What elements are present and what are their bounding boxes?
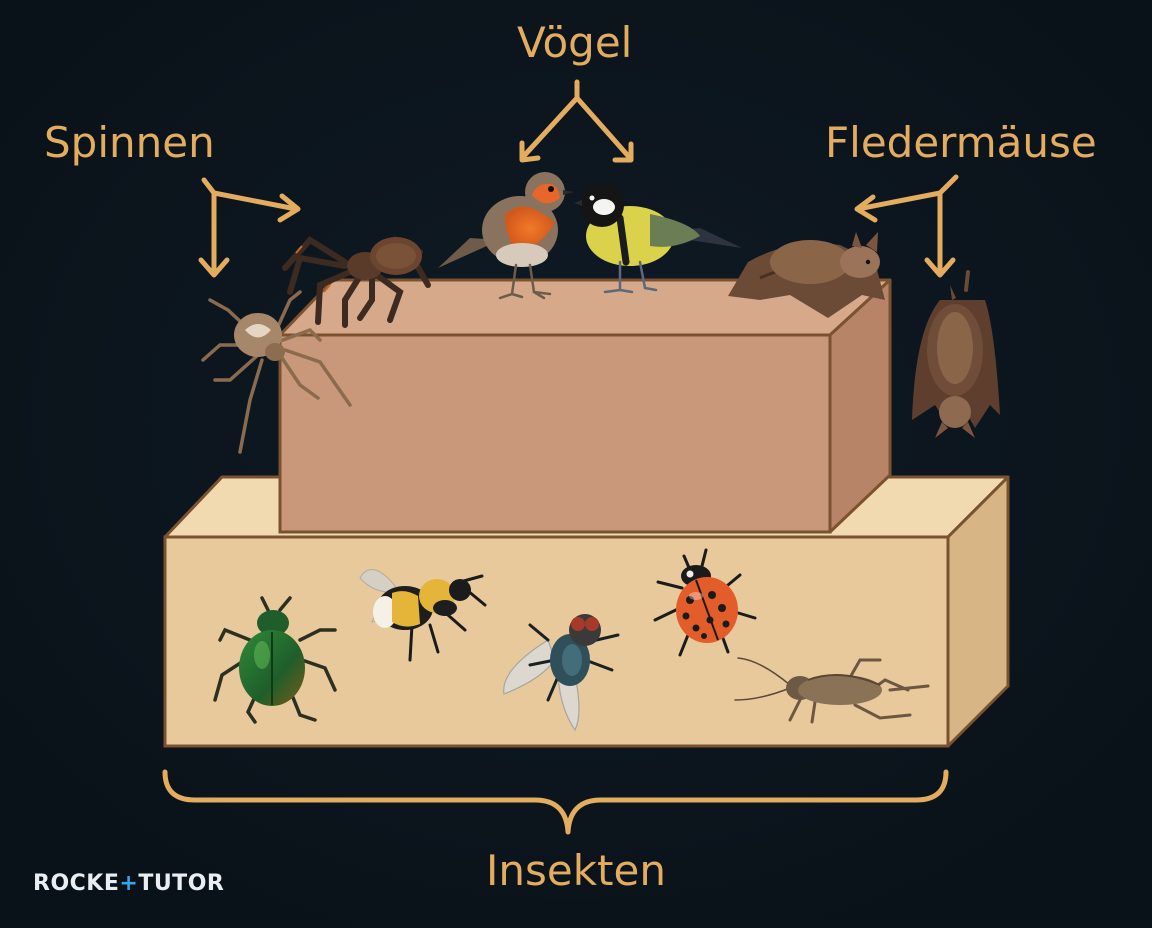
ladybug-icon xyxy=(653,548,757,657)
label-fledermaeuse: Fledermäuse xyxy=(825,118,1097,167)
arrow-voegel-left-head xyxy=(519,140,541,163)
arrows-fledermaeuse xyxy=(854,174,959,278)
upper-block xyxy=(278,278,892,534)
tarantula-icon xyxy=(282,236,431,328)
bat-hanging-icon xyxy=(912,270,1000,438)
bat-resting-icon xyxy=(728,232,885,318)
label-insekten: Insekten xyxy=(486,846,666,895)
great-tit-icon xyxy=(574,183,742,294)
arrow-spinnen-down-head xyxy=(198,257,230,278)
brand-plus-icon: + xyxy=(119,871,139,896)
insekten-bracket xyxy=(162,769,949,835)
arrow-spinnen-right xyxy=(211,190,299,212)
robin-icon xyxy=(438,172,574,300)
arrow-fleder-left-head xyxy=(854,194,878,223)
green-beetle-icon xyxy=(213,596,337,724)
bumblebee-icon xyxy=(359,569,487,662)
label-voegel: Vögel xyxy=(517,18,633,67)
arrow-voegel-right-head xyxy=(612,141,634,163)
arrow-fleder-left xyxy=(855,190,943,212)
brand-logo: ROCKE+TUTOR xyxy=(33,871,224,896)
cricket-icon xyxy=(734,657,930,724)
brand-logo-part1: ROCKE xyxy=(33,871,120,896)
arrow-fleder-down-head xyxy=(924,257,956,278)
arrow-voegel-right xyxy=(574,95,633,161)
arrow-spinnen-right-head xyxy=(277,193,301,223)
arrows-voegel xyxy=(519,79,634,163)
orb-weaver-spider-icon xyxy=(201,290,352,454)
arrows-spinnen xyxy=(198,177,301,278)
upper-block-front xyxy=(278,333,832,534)
blowfly-icon xyxy=(503,614,620,732)
brand-logo-part2: TUTOR xyxy=(138,871,225,896)
label-spinnen: Spinnen xyxy=(44,118,215,167)
